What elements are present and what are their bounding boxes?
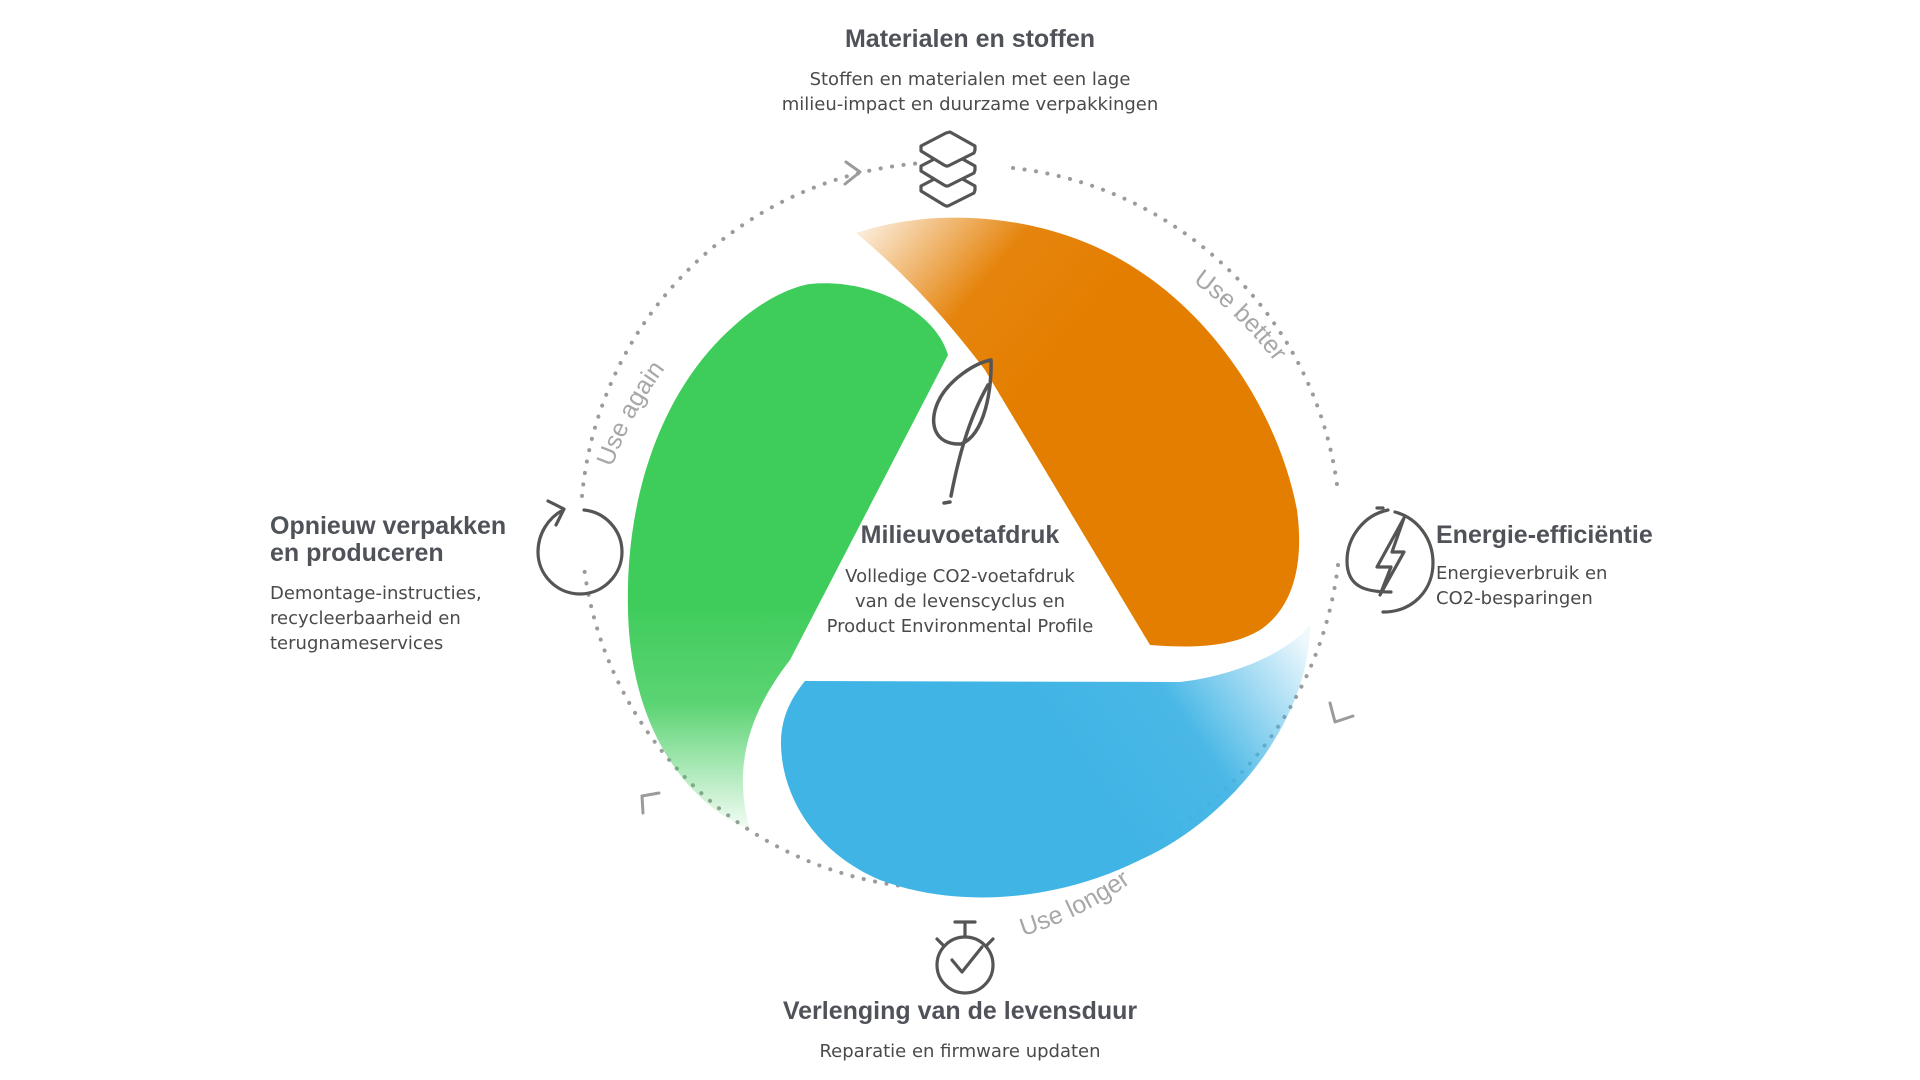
center-title: Milieuvoetafdruk bbox=[860, 521, 1060, 549]
refresh-icon bbox=[536, 499, 624, 596]
stage-top-title: Materialen en stoffen bbox=[844, 25, 1096, 53]
arrow-top-icon bbox=[843, 160, 862, 186]
stage-bottom: Verlenging van de levensduur Reparatie e… bbox=[760, 998, 1160, 1064]
stage-left: Opnieuw verpakken en produceren Demontag… bbox=[270, 513, 540, 656]
center-desc: Volledige CO2-voetafdruk van de levenscy… bbox=[820, 564, 1100, 639]
center-desc-line-2: van de levenscyclus en bbox=[854, 591, 1066, 612]
direction-arrows bbox=[640, 160, 1355, 815]
stage-left-desc-line-1: Demontage-instructies, bbox=[270, 583, 482, 604]
lightning-bolt-icon bbox=[1345, 506, 1435, 614]
stage-left-desc-line-2: recycleerbaarheid en bbox=[270, 608, 461, 629]
stage-bottom-desc-line-1: Reparatie en firmware updaten bbox=[819, 1041, 1101, 1062]
blue-segment bbox=[780, 625, 1310, 898]
stopwatch-icon bbox=[935, 920, 995, 995]
stage-left-title-line-1: Opnieuw verpakken bbox=[270, 512, 507, 540]
center-desc-line-3: Product Environmental Profile bbox=[826, 616, 1094, 637]
green-segment bbox=[627, 283, 948, 830]
stage-right-desc-line-1: Energieverbruik en bbox=[1436, 563, 1608, 584]
stage-left-title: Opnieuw verpakken en produceren bbox=[270, 513, 540, 567]
leaf-icon bbox=[931, 358, 993, 505]
stage-bottom-title: Verlenging van de levensduur bbox=[782, 997, 1138, 1025]
layers-icon bbox=[919, 130, 977, 208]
orange-segment bbox=[856, 217, 1300, 647]
stage-bottom-desc: Reparatie en firmware updaten bbox=[760, 1039, 1160, 1064]
stage-right-desc-line-2: CO2-besparingen bbox=[1436, 588, 1593, 609]
stage-right-desc: Energieverbruik en CO2-besparingen bbox=[1436, 561, 1736, 611]
stage-left-desc-line-3: terugnameservices bbox=[270, 633, 444, 654]
center-desc-line-1: Volledige CO2-voetafdruk bbox=[845, 566, 1075, 587]
stage-top-desc-line-2: milieu-impact en duurzame verpakkingen bbox=[781, 94, 1159, 115]
center-block: Milieuvoetafdruk Volledige CO2-voetafdru… bbox=[820, 522, 1100, 639]
stage-right: Energie-efficiëntie Energieverbruik en C… bbox=[1436, 522, 1736, 611]
arrow-bottom-icon bbox=[640, 791, 661, 815]
stage-left-desc: Demontage-instructies, recycleerbaarheid… bbox=[270, 581, 540, 656]
stage-top-desc: Stoffen en materialen met een lage milie… bbox=[780, 67, 1160, 117]
stage-top-desc-line-1: Stoffen en materialen met een lage bbox=[809, 69, 1131, 90]
stage-right-title: Energie-efficiëntie bbox=[1436, 521, 1653, 549]
stage-top: Materialen en stoffen Stoffen en materia… bbox=[780, 26, 1160, 117]
arrow-right-icon bbox=[1328, 701, 1355, 724]
stage-left-title-line-2: en produceren bbox=[270, 539, 444, 567]
